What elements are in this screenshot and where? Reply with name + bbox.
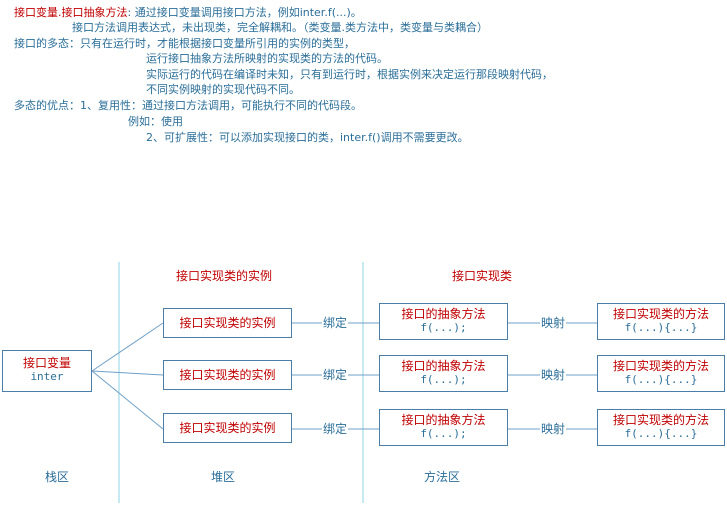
impl-method-title: 接口实现类的方法	[612, 413, 709, 427]
instance-box-3: 接口实现类的实例	[163, 413, 292, 443]
impl-method-box-1: 接口实现类的方法 f(...){...}	[597, 303, 725, 340]
note-line-9: 2、可扩展性：可以添加实现接口的类，inter.f()调用不需要更改。	[146, 131, 469, 144]
note-line-1-rest: : 通过接口变量调用接口方法，例如inter.f(...)。	[127, 6, 362, 19]
impl-method-box-3: 接口实现类的方法 f(...){...}	[597, 409, 725, 446]
bind-label-3: 绑定	[322, 422, 349, 436]
instance-label: 接口实现类的实例	[179, 421, 276, 435]
bind-label-2: 绑定	[322, 368, 349, 382]
map-label-3: 映射	[540, 422, 567, 436]
map-label-1: 映射	[540, 316, 567, 330]
abstract-method-title: 接口的抽象方法	[401, 413, 486, 427]
abstract-method-box-2: 接口的抽象方法 f(...);	[379, 355, 508, 392]
abstract-method-title: 接口的抽象方法	[401, 359, 486, 373]
note-line-1: 接口变量.接口抽象方法: 通过接口变量调用接口方法，例如inter.f(...)…	[14, 6, 362, 20]
note-line-8: 例如：使用	[128, 115, 183, 128]
impl-method-signature: f(...){...}	[624, 321, 698, 334]
map-label-2: 映射	[540, 368, 567, 382]
instance-label: 接口实现类的实例	[179, 368, 276, 382]
note-line-1-highlight: 接口变量.接口抽象方法	[14, 6, 128, 19]
note-line-6: 不同实例映射的实现代码不同。	[146, 83, 300, 96]
interface-variable-name: inter	[30, 370, 64, 383]
note-line-4: 运行接口抽象方法所映射的实现类的方法的代码。	[146, 52, 388, 65]
abstract-method-signature: f(...);	[420, 427, 467, 440]
impl-method-title: 接口实现类的方法	[612, 359, 709, 373]
interface-variable-box: 接口变量 inter	[2, 350, 92, 392]
abstract-method-box-1: 接口的抽象方法 f(...);	[379, 303, 508, 340]
zone-label-heap: 堆区	[211, 470, 236, 484]
method-area-header: 接口实现类	[452, 269, 513, 283]
abstract-method-signature: f(...);	[420, 321, 467, 334]
connector-stack-instance-2	[91, 370, 164, 376]
abstract-method-box-3: 接口的抽象方法 f(...);	[379, 409, 508, 446]
impl-method-signature: f(...){...}	[624, 427, 698, 440]
zone-label-stack: 栈区	[45, 470, 70, 484]
interface-variable-title: 接口变量	[22, 356, 71, 370]
instance-label: 接口实现类的实例	[179, 316, 276, 330]
note-line-7: 多态的优点：1、复用性：通过接口方法调用，可能执行不同的代码段。	[14, 99, 362, 112]
abstract-method-signature: f(...);	[420, 373, 467, 386]
instance-box-2: 接口实现类的实例	[163, 360, 292, 390]
connector-stack-instance-1	[91, 322, 164, 372]
impl-method-box-2: 接口实现类的方法 f(...){...}	[597, 355, 725, 392]
connector-stack-instance-3	[91, 370, 164, 430]
instance-box-1: 接口实现类的实例	[163, 308, 292, 338]
impl-method-title: 接口实现类的方法	[612, 307, 709, 321]
bind-label-1: 绑定	[322, 316, 349, 330]
note-line-5: 实际运行的代码在编译时未知，只有到运行时，根据实例来决定运行那段映射代码，	[146, 68, 553, 81]
note-line-3: 接口的多态：只有在运行时，才能根据接口变量所引用的实例的类型，	[14, 37, 355, 50]
impl-method-signature: f(...){...}	[624, 373, 698, 386]
zone-label-method-area: 方法区	[424, 470, 461, 484]
abstract-method-title: 接口的抽象方法	[401, 307, 486, 321]
heap-header: 接口实现类的实例	[176, 269, 273, 283]
note-line-2: 接口方法调用表达式，未出现类，完全解耦和。（类变量.类方法中，类变量与类耦合）	[72, 21, 488, 34]
